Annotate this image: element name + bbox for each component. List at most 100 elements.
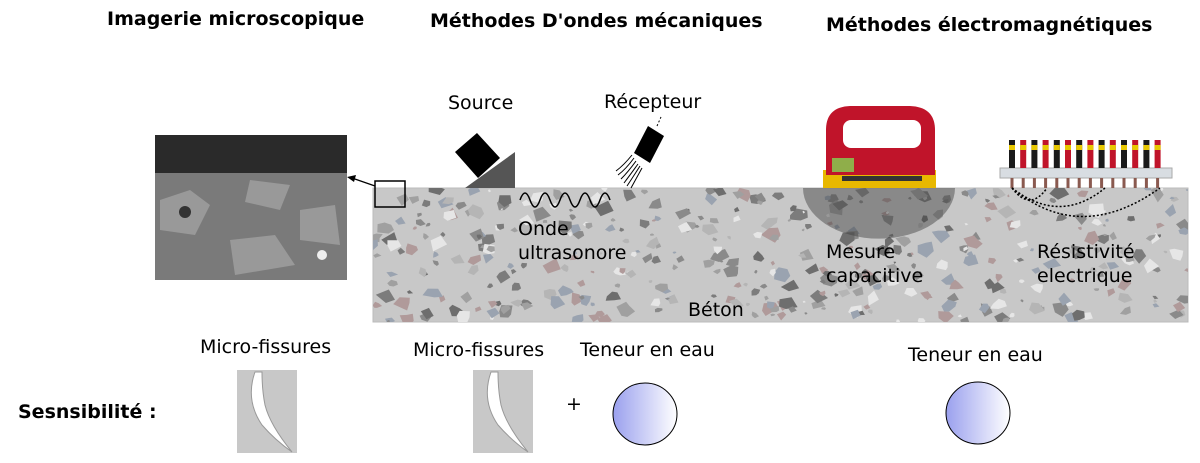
aggregate xyxy=(619,268,626,274)
aggregate xyxy=(1077,190,1089,198)
aggregate xyxy=(393,297,410,311)
aggregate xyxy=(861,268,868,275)
aggregate xyxy=(834,293,839,297)
capacitive-device-icon xyxy=(823,106,936,188)
aggregate xyxy=(1173,301,1186,312)
label-resistivity-2: electrique xyxy=(1037,265,1133,287)
sensitivity-mechanical-cracks: Micro-fissures xyxy=(413,339,545,361)
aggregate xyxy=(373,301,383,308)
aggregate xyxy=(769,268,776,277)
aggregate xyxy=(787,218,791,222)
aggregate xyxy=(468,188,481,196)
aggregate xyxy=(804,312,808,315)
plus-sign: + xyxy=(566,393,582,415)
electrode xyxy=(1065,140,1071,168)
aggregate xyxy=(1049,197,1057,204)
label-concrete: Béton xyxy=(688,299,744,321)
aggregate xyxy=(408,196,420,204)
aggregate xyxy=(751,288,761,296)
aggregate xyxy=(518,222,534,235)
aggregate xyxy=(713,188,727,197)
aggregate xyxy=(605,291,621,301)
aggregate xyxy=(460,291,473,304)
aggregate xyxy=(908,196,912,200)
aggregate xyxy=(865,274,880,287)
aggregate xyxy=(430,235,448,252)
aggregate xyxy=(779,297,798,309)
aggregate xyxy=(1091,218,1103,226)
aggregate xyxy=(406,290,414,294)
aggregate xyxy=(854,262,861,271)
label-source: Source xyxy=(448,92,514,114)
aggregate xyxy=(542,258,561,274)
aggregate xyxy=(1002,317,1010,322)
aggregate xyxy=(818,290,826,297)
electrode xyxy=(1132,140,1139,168)
aggregate xyxy=(1163,250,1168,254)
aggregate xyxy=(1145,234,1156,242)
aggregate xyxy=(487,300,498,308)
electrode xyxy=(1042,140,1049,168)
aggregate xyxy=(881,198,892,203)
aggregate xyxy=(425,222,431,227)
aggregate xyxy=(854,272,863,279)
aggregate xyxy=(1029,210,1039,216)
aggregate xyxy=(1058,292,1072,306)
aggregate xyxy=(1107,288,1116,297)
aggregate xyxy=(387,240,402,252)
aggregate xyxy=(1169,309,1184,319)
aggregate xyxy=(511,269,517,275)
aggregate xyxy=(1117,279,1132,291)
aggregate xyxy=(642,253,653,264)
aggregate xyxy=(510,227,518,233)
aggregate xyxy=(917,318,926,322)
aggregate xyxy=(887,277,900,286)
aggregate xyxy=(884,236,895,249)
aggregate xyxy=(942,198,949,204)
aggregate xyxy=(455,201,467,210)
aggregate xyxy=(907,252,913,257)
aggregate xyxy=(769,305,780,313)
electrode xyxy=(1109,140,1116,168)
aggregate xyxy=(846,248,851,252)
aggregate xyxy=(760,217,778,230)
aggregate xyxy=(743,282,748,287)
aggregate xyxy=(377,222,394,234)
aggregate xyxy=(1093,247,1101,255)
aggregate xyxy=(734,206,740,213)
aggregate xyxy=(788,306,797,313)
aggregate xyxy=(590,270,595,274)
aggregate xyxy=(961,190,969,197)
sensitivity-label: Sesnsibilité : xyxy=(18,401,157,423)
aggregate xyxy=(475,306,482,312)
aggregate xyxy=(570,255,579,261)
aggregate xyxy=(697,215,705,221)
aggregate xyxy=(476,234,482,240)
aggregate xyxy=(664,297,671,300)
aggregate xyxy=(936,259,948,271)
aggregate xyxy=(949,279,964,290)
micro-crack-icon xyxy=(473,370,533,453)
aggregate xyxy=(920,291,933,299)
label-receiver: Récepteur xyxy=(604,91,702,113)
aggregate xyxy=(834,224,841,230)
aggregate xyxy=(917,241,934,258)
aggregate xyxy=(630,251,637,258)
aggregate xyxy=(703,259,715,268)
aggregate xyxy=(713,268,721,275)
aggregate xyxy=(1009,312,1015,318)
aggregate xyxy=(507,262,514,269)
aggregate xyxy=(428,188,445,195)
aggregate xyxy=(904,288,918,297)
aggregate xyxy=(1052,302,1069,317)
aggregate xyxy=(811,299,826,309)
aggregate xyxy=(1042,258,1062,269)
aggregate xyxy=(1084,230,1100,245)
aggregate xyxy=(399,313,414,322)
aggregate xyxy=(569,214,577,221)
aggregate xyxy=(719,259,724,263)
aggregate xyxy=(467,254,482,265)
aggregate xyxy=(421,199,431,208)
aggregate xyxy=(601,188,608,192)
